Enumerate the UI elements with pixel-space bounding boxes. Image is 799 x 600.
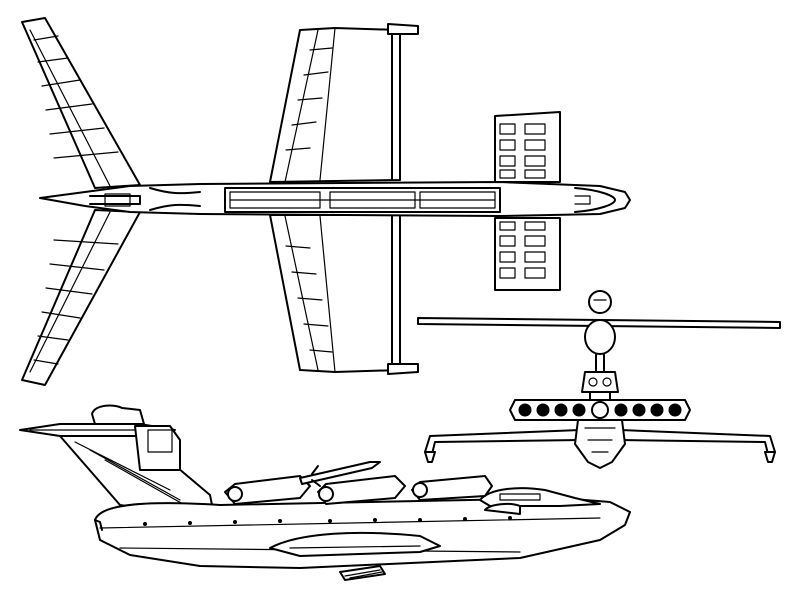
side-view [19, 404, 631, 581]
plan-engine-pylon-upper [494, 111, 561, 183]
side-missile [299, 461, 381, 487]
main-wing-lower [269, 214, 419, 375]
front-engine-row [509, 399, 691, 421]
front-cockpit [581, 371, 619, 393]
front-fin [584, 319, 616, 355]
plan-engine-pylon-lower [494, 217, 561, 291]
tailplane-upper [21, 17, 141, 189]
plan-missile-tubes [224, 187, 501, 213]
front-view [417, 290, 781, 469]
plan-view [21, 17, 631, 386]
side-missile-tubes [224, 475, 493, 505]
main-wing-upper [269, 23, 419, 183]
tailplane-lower [21, 209, 141, 386]
side-wing [269, 531, 441, 557]
fin-bulb [588, 290, 612, 314]
side-portholes [143, 516, 512, 526]
front-hull [574, 419, 626, 469]
